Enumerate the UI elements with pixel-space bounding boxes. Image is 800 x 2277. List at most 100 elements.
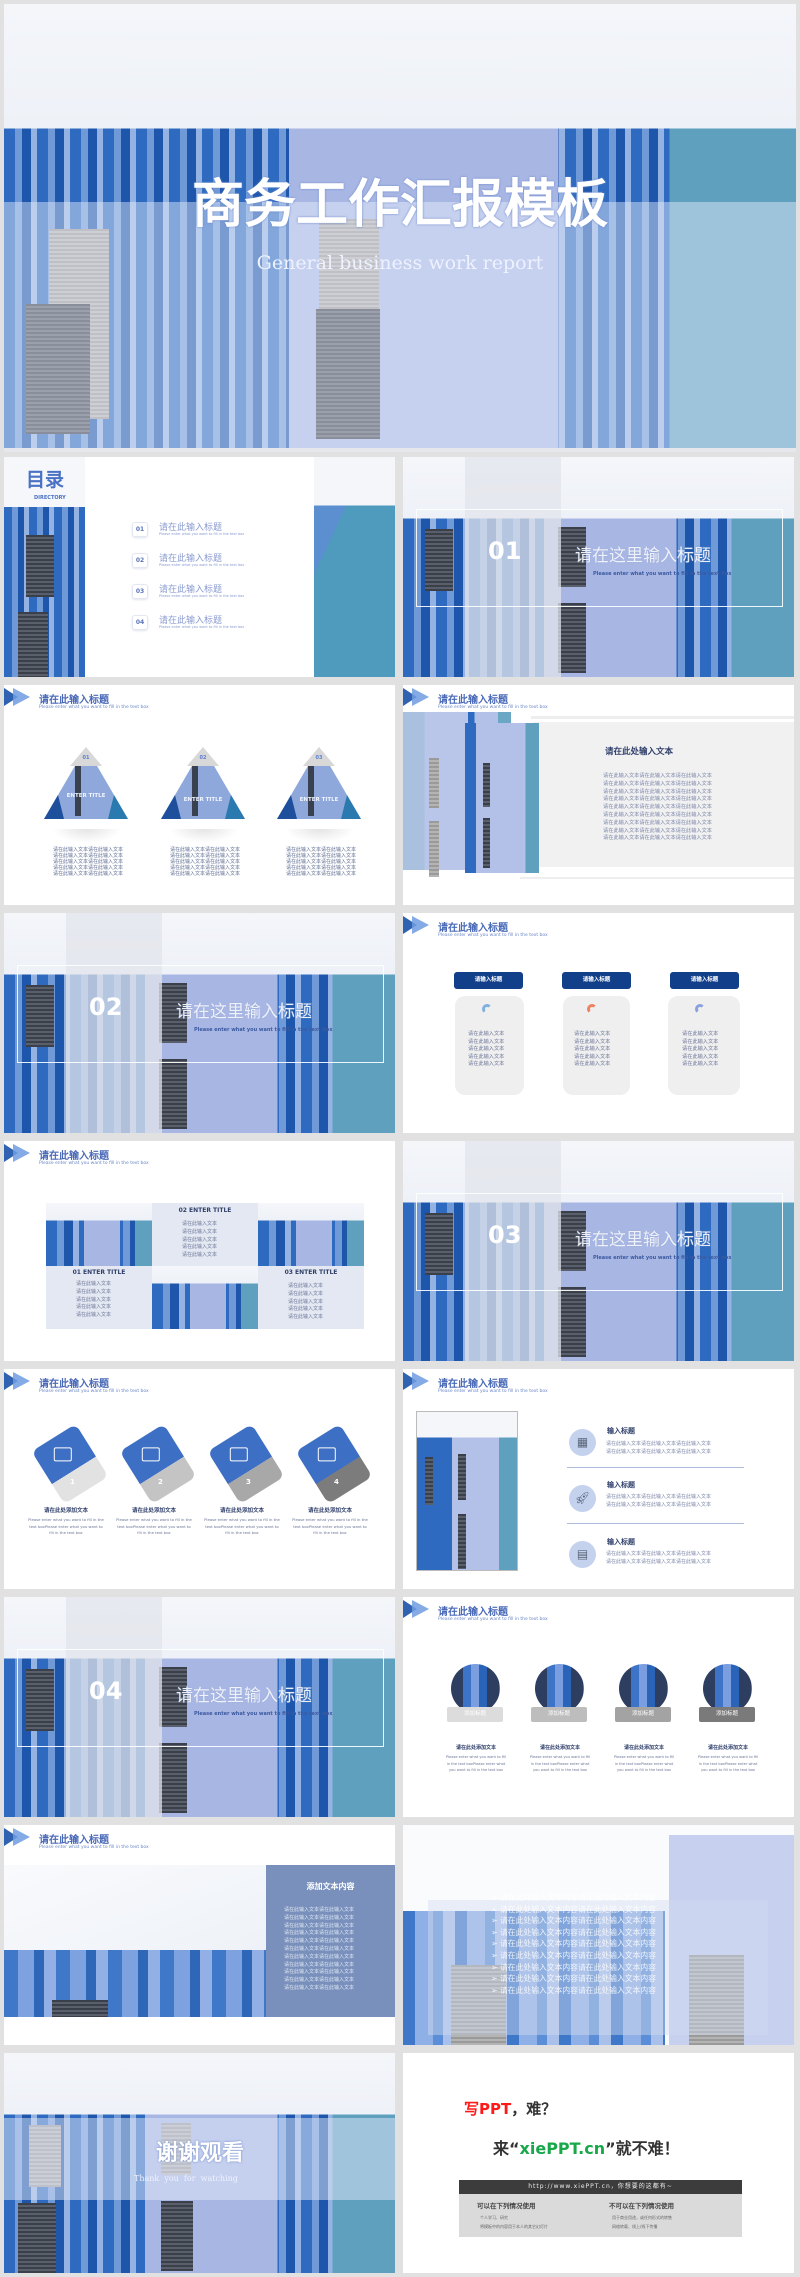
section-subtitle: Please enter what you want to fill in th…	[593, 571, 732, 577]
toc-label: 请在此输入标题	[159, 523, 223, 533]
circles-slide: 请在此输入标题 Please enter what you want to fi…	[403, 1597, 794, 1817]
text-line: 请在此输入文本请在此输入文本	[284, 1922, 355, 1929]
circle-title: 请在此处添加文本	[623, 1745, 664, 1751]
toc-num: 03	[132, 584, 148, 599]
tilted-card-1	[31, 1423, 109, 1505]
circle-text: Please enter what you want to fill in th…	[697, 1755, 759, 1773]
text-line: 请在此输入文本请在此输入文本请在此输入文本	[606, 1494, 712, 1500]
grid-photo	[46, 1203, 152, 1266]
text-line: 请在此输入文本请在此输入文本	[284, 1961, 355, 1968]
building-photo	[4, 1950, 266, 2017]
text-line: 请在此输入文本请在此输入文本请在此输入文本	[606, 1448, 712, 1455]
text-line: 请在此输入文本请在此输入文本请在此输入文本	[603, 835, 712, 842]
circle-label-button[interactable]: 添加标题	[615, 1707, 671, 1722]
circle-photo	[703, 1664, 752, 1713]
arrow-logo-icon	[4, 1372, 30, 1390]
slide-title: 请在此输入标题	[39, 1835, 109, 1846]
section-number: 04	[89, 1677, 123, 1705]
card-number: 3	[246, 1478, 251, 1486]
toc-num: 04	[132, 615, 148, 630]
text-line: 请在此输入文本请在此输入文本请在此输入文本	[606, 1501, 712, 1508]
text-block-title: 请在此处输入文本	[605, 747, 674, 757]
text-line: 请在此输入文本请在此输入文本	[284, 1930, 355, 1937]
circle-title: 请在此处添加文本	[539, 1745, 580, 1751]
text-line: 请在此输入文本	[76, 1288, 112, 1295]
text-line: 请在此输入文本	[682, 1046, 719, 1053]
text-line: 请在此输入文本	[468, 1031, 505, 1037]
text-line: 请在此输入文本	[76, 1281, 112, 1287]
arrow-logo-icon	[4, 1828, 30, 1846]
promo-red-text: 写PPT	[464, 2100, 512, 2118]
text-line: 请在此输入文本	[468, 1061, 505, 1068]
grid-title: 01 ENTER TITLE	[72, 1269, 126, 1276]
text-line: 请在此输入文本请在此输入文本请在此输入文本	[603, 827, 712, 834]
tilted-card-3	[207, 1423, 285, 1505]
promo-link[interactable]: xiePPT.cn	[519, 2139, 606, 2158]
item-title: 输入标题	[607, 1427, 635, 1435]
text-line: 请在此输入文本	[682, 1031, 719, 1037]
icon-list-slide: 请在此输入标题 Please enter what you want to fi…	[403, 1369, 794, 1589]
card-text: Please enter what you want to fill in th…	[204, 1517, 280, 1536]
thanks-subtitle: Thank you for watching	[134, 2174, 238, 2183]
pyramid-number: 02	[199, 755, 207, 761]
text-line: 请在此输入文本	[76, 1296, 112, 1303]
circle-title: 请在此处添加文本	[707, 1745, 748, 1751]
bullet-item: ➢ 请在此处输入文本内容请在此处输入文本内容	[491, 1904, 656, 1914]
text-line: 请在此输入文本	[468, 1038, 505, 1045]
text-line: 请在此输入文本请在此输入文本请在此输入文本	[603, 788, 712, 795]
text-line: 请在此输入文本请在此输入文本	[53, 865, 124, 871]
slide-title: 请在此输入标题	[438, 923, 508, 934]
circle-label-button[interactable]: 添加标题	[447, 1707, 503, 1722]
cover-title: 商务工作汇报模板	[191, 175, 608, 235]
text-line: 请在此输入文本	[182, 1228, 218, 1235]
bullet-item: ➢ 请在此处输入文本内容请在此处输入文本内容	[491, 1962, 656, 1972]
text-line: 请在此输入文本请在此输入文本请在此输入文本	[603, 804, 712, 811]
card-title-button[interactable]: 请输入标题	[670, 972, 739, 989]
circle-photo	[619, 1664, 668, 1713]
card-title: 请在此处添加文本	[131, 1508, 176, 1514]
text-line: 请在此输入文本	[182, 1252, 218, 1259]
devices-icon	[141, 1447, 160, 1462]
card-title-button[interactable]: 请输入标题	[562, 972, 631, 989]
pyramid-slide: 请在此输入标题 Please enter what you want to fi…	[4, 685, 395, 905]
cannot-use-item: 用于商业用途，或任何形式的转售	[612, 2215, 672, 2220]
promo-url-bar[interactable]: http://www.xiePPT.cn，你想要的这都有~	[459, 2180, 742, 2194]
text-line: 请在此输入文本请在此输入文本请在此输入文本	[606, 1551, 712, 1557]
devices-icon	[53, 1447, 72, 1462]
item-text: 请在此输入文本请在此输入文本请在此输入文本请在此输入文本请在此输入文本请在此输入…	[606, 1551, 711, 1567]
cover-slide: 商务工作汇报模板 General business work report	[4, 4, 796, 452]
card-title: 请在此处添加文本	[219, 1508, 264, 1514]
card-title-button[interactable]: 请输入标题	[454, 972, 523, 989]
card-number: 2	[158, 1478, 163, 1486]
circle-label-button[interactable]: 添加标题	[531, 1707, 587, 1722]
text-line: 请在此输入文本请在此输入文本	[170, 859, 241, 865]
card-text: 请在此输入文本请在此输入文本请在此输入文本请在此输入文本请在此输入文本	[682, 1031, 718, 1069]
section-subtitle: Please enter what you want to fill in th…	[194, 1711, 333, 1717]
text-line: 请在此输入文本请在此输入文本	[284, 1938, 355, 1945]
text-line: 请在此输入文本请在此输入文本	[170, 853, 241, 859]
card-text: Please enter what you want to fill in th…	[116, 1517, 192, 1536]
grid-photo	[258, 1203, 364, 1266]
text-block-body: 请在此输入文本请在此输入文本请在此输入文本请在此输入文本请在此输入文本请在此输入…	[603, 773, 712, 843]
text-line: 请在此输入文本	[288, 1306, 324, 1313]
section-slide-04: 04 请在这里输入标题 Please enter what you want t…	[4, 1597, 395, 1817]
circle-text: Please enter what you want to fill in th…	[445, 1755, 507, 1773]
pyramid-number: 03	[315, 755, 323, 761]
item-title: 输入标题	[607, 1481, 635, 1489]
circle-label-button[interactable]: 添加标题	[699, 1707, 755, 1722]
image-text-slide: 请在此输入标题 Please enter what you want to fi…	[403, 685, 794, 905]
section-frame	[416, 509, 783, 607]
toc-sub: DIRECTORY	[34, 495, 66, 501]
text-line: 请在此输入文本	[574, 1046, 611, 1053]
pyramid-title: ENTER TITLE	[183, 797, 223, 803]
text-line: 请在此输入文本请在此输入文本	[284, 1914, 355, 1921]
toc-label: 请在此输入标题	[159, 554, 223, 564]
text-line: 请在此输入文本	[182, 1236, 218, 1243]
item-text: 请在此输入文本请在此输入文本请在此输入文本请在此输入文本请在此输入文本请在此输入…	[606, 1494, 711, 1510]
arrow-logo-icon	[4, 688, 30, 706]
wifi-icon	[587, 1004, 597, 1014]
text-line: 请在此输入文本请在此输入文本请在此输入文本	[603, 773, 712, 779]
text-line: 请在此输入文本请在此输入文本	[53, 859, 124, 865]
devices-icon	[229, 1447, 248, 1462]
grid-text: 请在此输入文本请在此输入文本请在此输入文本请在此输入文本请在此输入文本	[76, 1281, 111, 1320]
